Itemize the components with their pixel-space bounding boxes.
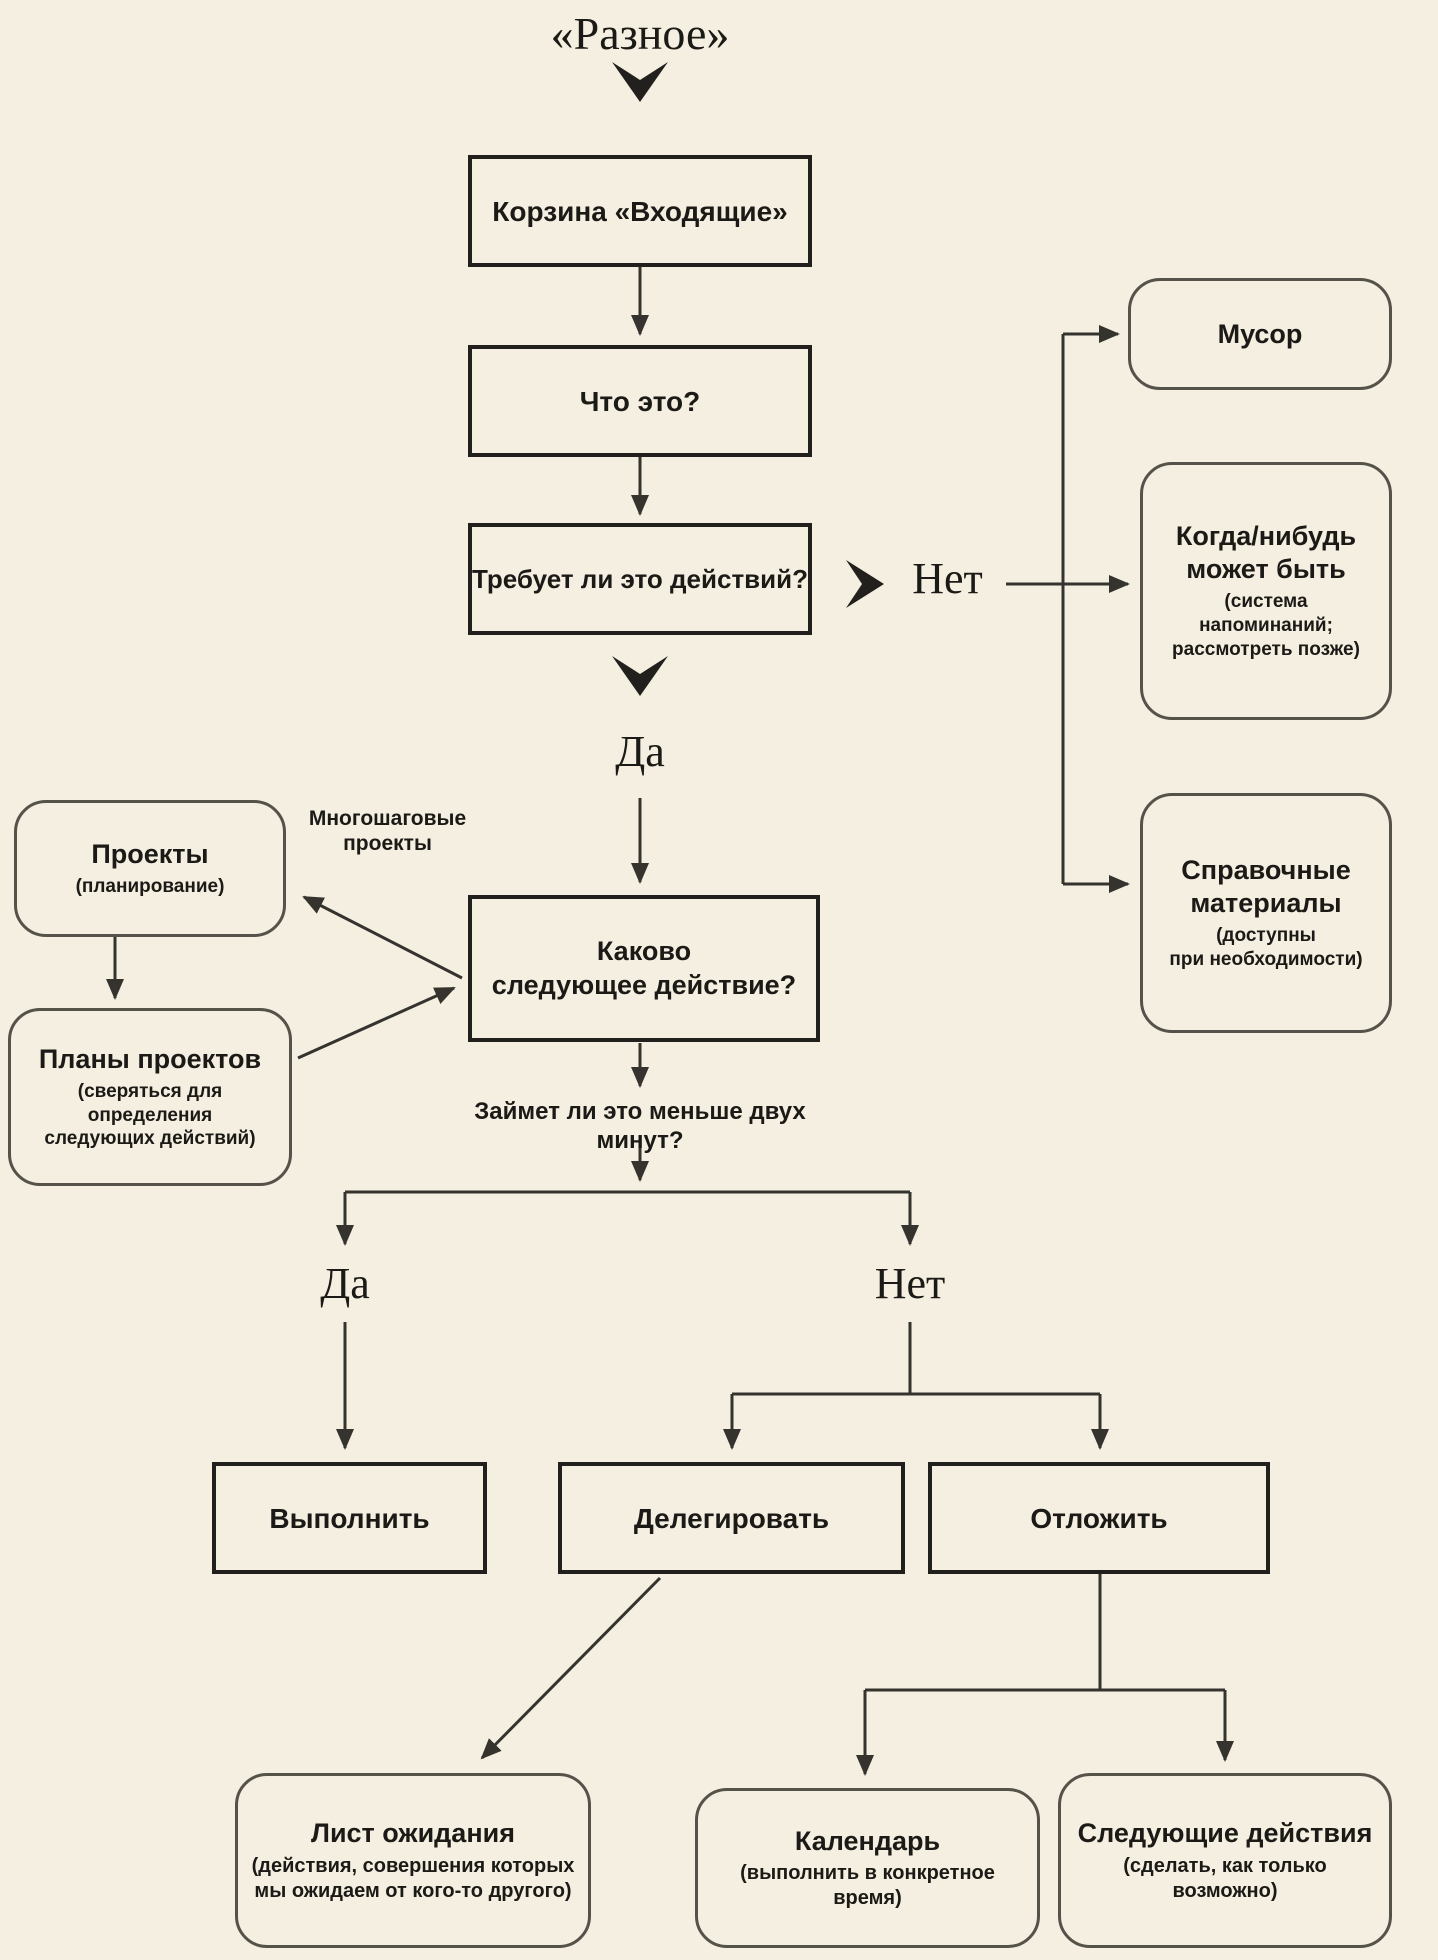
node-projects-subtitle: (планирование): [75, 876, 225, 898]
node-what-is-it: Что это?: [468, 345, 812, 457]
node-project-plans: Планы проектов (сверяться для определени…: [8, 1008, 292, 1186]
node-waiting-list: Лист ожидания (действия, совершения кото…: [235, 1773, 591, 1948]
chevron-down-icon: [612, 62, 668, 102]
chevron-right-icon: [846, 560, 884, 608]
arrow-delegate-to-waiting: [480, 1576, 662, 1760]
node-reference: Справочные материалы (доступны при необх…: [1140, 793, 1392, 1033]
node-do-it: Выполнить: [212, 1462, 487, 1574]
node-reference-title: Справочные материалы: [1181, 855, 1351, 919]
node-waiting-list-title: Лист ожидания: [311, 1818, 515, 1849]
label-two-minute-question: Займет ли это меньше двух минут?: [474, 1098, 806, 1154]
label-multistep-projects: Многошаговые проекты: [308, 807, 467, 856]
node-reference-subtitle: (доступны при необходимости): [1169, 925, 1363, 970]
node-trash-title: Мусор: [1217, 318, 1303, 349]
node-next-action-question: Каково следующее действие?: [468, 895, 820, 1042]
arrow-nextaction-to-projects: [302, 895, 463, 980]
page-title: «Разное»: [550, 8, 730, 59]
label-yes-two-min: Да: [320, 1259, 370, 1308]
node-waiting-list-subtitle: (действия, совершения которых мы ожидаем…: [251, 1854, 575, 1902]
node-inbox: Корзина «Входящие»: [468, 155, 812, 267]
node-projects: Проекты (планирование): [14, 800, 286, 937]
node-projects-title: Проекты: [91, 839, 209, 870]
node-defer: Отложить: [928, 1462, 1270, 1574]
arrow-plans-to-nextaction: [297, 986, 456, 1060]
node-project-plans-subtitle: (сверяться для определения следующих дей…: [44, 1080, 256, 1150]
node-someday-subtitle: (система напоминаний; рассмотреть позже): [1172, 591, 1360, 660]
label-no-two-min: Нет: [874, 1259, 946, 1308]
node-trash: Мусор: [1128, 278, 1392, 390]
node-calendar-title: Календарь: [794, 1825, 941, 1856]
node-requires-action: Требует ли это действий?: [468, 523, 812, 635]
label-yes-branch: Да: [615, 727, 665, 776]
node-calendar-subtitle: (выполнить в конкретное время): [740, 1862, 995, 1910]
node-project-plans-title: Планы проектов: [38, 1043, 262, 1074]
node-calendar: Календарь (выполнить в конкретное время): [695, 1788, 1040, 1948]
node-next-actions: Следующие действия (сделать, как только …: [1058, 1773, 1392, 1948]
label-no-branch: Нет: [912, 554, 983, 603]
node-someday: Когда/нибудь может быть (система напомин…: [1140, 462, 1392, 720]
node-next-actions-subtitle: (сделать, как только возможно): [1123, 1854, 1327, 1902]
node-someday-title: Когда/нибудь может быть: [1175, 521, 1357, 585]
node-next-actions-title: Следующие действия: [1077, 1818, 1373, 1849]
node-delegate: Делегировать: [558, 1462, 905, 1574]
chevron-down-icon: [612, 656, 668, 696]
